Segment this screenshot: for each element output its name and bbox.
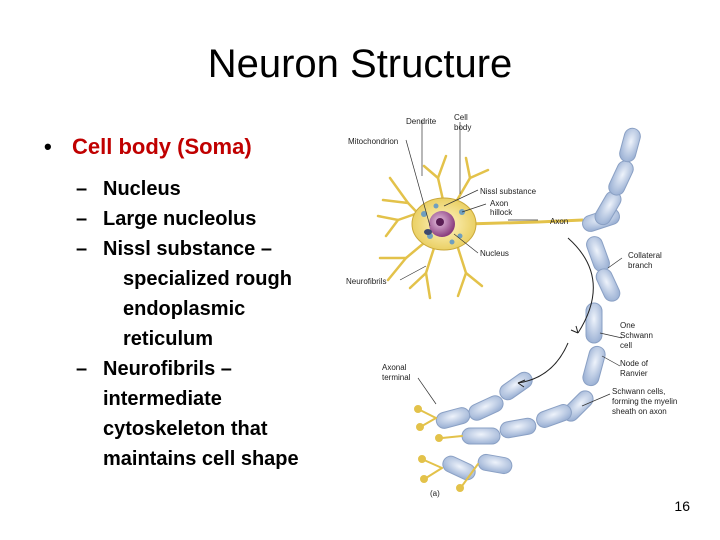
bullet-dot: • bbox=[44, 134, 52, 159]
label-cell-body: Cell bbox=[454, 113, 468, 122]
axonal-terminals bbox=[414, 405, 479, 492]
label-schwann: One bbox=[620, 321, 636, 330]
direction-arrows bbox=[517, 237, 594, 388]
leader-lines bbox=[399, 120, 623, 407]
label-axonal-terminal: Axonal bbox=[382, 363, 407, 372]
label-myelin: forming the myelin bbox=[612, 397, 677, 406]
slide-title: Neuron Structure bbox=[207, 42, 513, 86]
label-nissl: Nissl substance bbox=[480, 187, 537, 196]
bullet-list: • Cell body (Soma) – Nucleus – Large nuc… bbox=[40, 132, 350, 474]
nucleolus bbox=[436, 218, 444, 226]
label-nucleus: Nucleus bbox=[480, 249, 509, 258]
label-ranvier: Ranvier bbox=[620, 369, 648, 378]
axon-line bbox=[465, 218, 584, 226]
sub-bullet-cont: specialized rough bbox=[123, 268, 292, 290]
bullet-main-text: Cell body (Soma) bbox=[72, 134, 252, 159]
label-myelin: Schwann cells, bbox=[612, 387, 665, 396]
sub-bullet-nissl: – Nissl substance – specialized rough en… bbox=[40, 234, 350, 354]
label-schwann: cell bbox=[620, 341, 632, 350]
label-mitochondrion: Mitochondrion bbox=[348, 137, 398, 146]
sub-bullet-text: Large nucleolus bbox=[103, 208, 257, 230]
sub-bullet-text: Neurofibrils – bbox=[103, 358, 232, 380]
label-axon-hillock: Axon bbox=[490, 199, 508, 208]
sub-bullet-cont: cytoskeleton that bbox=[103, 418, 268, 440]
sub-bullet-text: Nissl substance – bbox=[103, 238, 272, 260]
sub-bullet-cont: intermediate bbox=[103, 388, 222, 410]
label-axonal-terminal: terminal bbox=[382, 373, 411, 382]
label-panel: (a) bbox=[430, 489, 440, 498]
dash-icon: – bbox=[76, 358, 88, 380]
bullet-main: • Cell body (Soma) bbox=[40, 132, 350, 162]
sub-bullet-nucleolus: – Large nucleolus bbox=[40, 204, 350, 234]
sub-bullet-cont: maintains cell shape bbox=[103, 448, 299, 470]
label-schwann: Schwann bbox=[620, 331, 653, 340]
sub-bullet-nucleus: – Nucleus bbox=[40, 174, 350, 204]
label-collateral: Collateral bbox=[628, 251, 662, 260]
label-ranvier: Node of bbox=[620, 359, 649, 368]
label-axon-hillock: hillock bbox=[490, 208, 513, 217]
dash-icon: – bbox=[76, 238, 88, 260]
dendrites bbox=[376, 154, 490, 300]
sub-bullet-neurofibrils: – Neurofibrils – intermediate cytoskelet… bbox=[40, 354, 350, 474]
myelin-segments bbox=[435, 127, 641, 481]
label-cell-body: body bbox=[454, 123, 471, 132]
sub-bullet-text: Nucleus bbox=[103, 178, 181, 200]
sub-bullet-cont: endoplasmic bbox=[123, 298, 246, 320]
mitochondrion bbox=[424, 229, 432, 235]
neuron-diagram: Dendrite Cell body Mitochondrion Nissl s… bbox=[346, 113, 677, 498]
label-neurofibrils: Neurofibrils bbox=[346, 277, 386, 286]
sub-bullet-cont: reticulum bbox=[123, 328, 214, 350]
dash-icon: – bbox=[76, 178, 88, 200]
dash-icon: – bbox=[76, 208, 88, 230]
label-collateral: branch bbox=[628, 261, 652, 270]
page-number: 16 bbox=[674, 498, 690, 514]
label-axon: Axon bbox=[550, 217, 568, 226]
label-myelin: sheath on axon bbox=[612, 407, 667, 416]
sub-bullet-list: – Nucleus – Large nucleolus – Nissl subs… bbox=[40, 174, 350, 474]
label-dendrite: Dendrite bbox=[406, 117, 437, 126]
